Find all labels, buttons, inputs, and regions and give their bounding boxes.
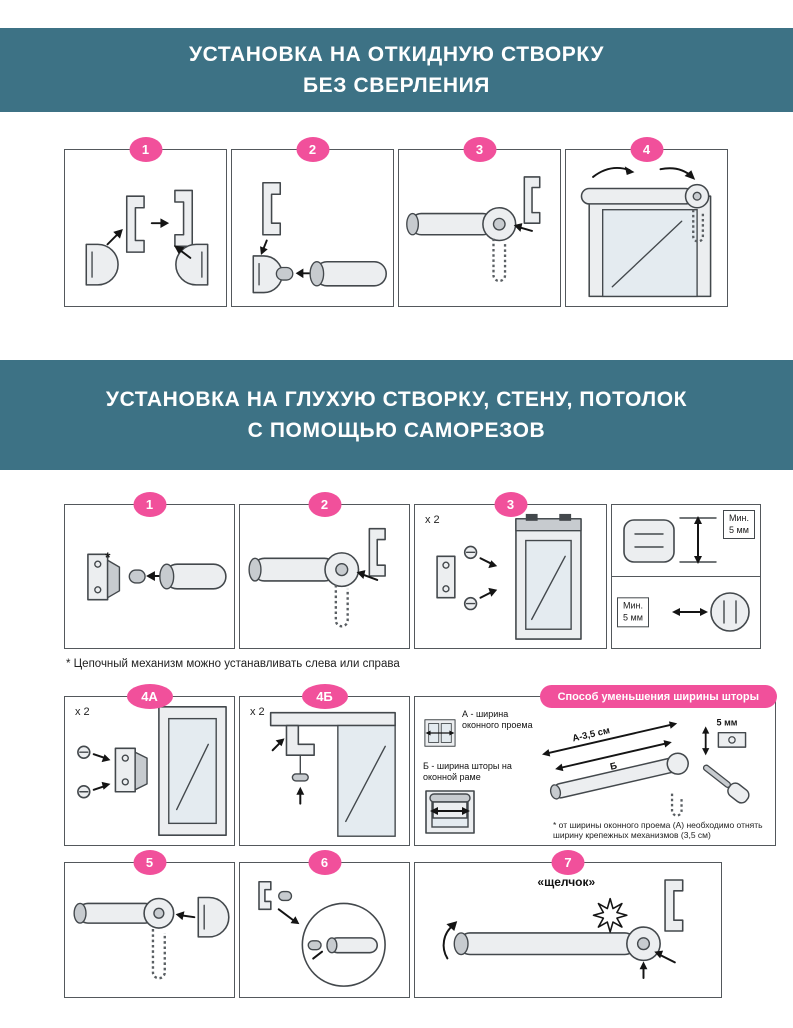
step-panel-6: 6 — [239, 850, 410, 998]
screw-bracket-tube-illustration — [86, 553, 227, 600]
min-distance-panel: Мин. 5 мм Мин. 5 мм — [611, 504, 761, 649]
step-panel-5: 5 — [64, 850, 235, 998]
step-badge: 3 — [463, 137, 496, 162]
width-legend: А - ширина оконного проема Б - ширина шт… — [423, 709, 537, 836]
blind-chain-bracket-illustration — [405, 176, 541, 283]
steps-row-1: 1 2 — [64, 137, 793, 307]
width-reduction-title: Способ уменьшения ширины шторы — [539, 685, 777, 708]
click-lock-illustration — [442, 879, 684, 980]
clamp-parts-illustration — [84, 189, 208, 286]
step-badge: 2 — [296, 137, 329, 162]
bracket-tube-insert-illustration — [251, 181, 387, 294]
step-badge: 4А — [126, 684, 173, 709]
min-distance-bottom: Мин. 5 мм — [612, 577, 760, 649]
wall-mount-illustration — [76, 705, 227, 837]
banner1-line1: УСТАНОВКА НА ОТКИДНУЮ СТВОРКУ — [188, 43, 605, 67]
blind-chain-bracket-illustration — [247, 527, 386, 627]
step-badge: 5 — [133, 850, 166, 875]
screws-window-frame-illustration — [435, 513, 582, 640]
step-badge: 4Б — [301, 684, 348, 709]
dim-b-label: Б — [609, 760, 618, 772]
step-panel-1-4: 4 — [565, 137, 728, 307]
window-blind-icon — [425, 789, 475, 834]
ceiling-mount-illustration — [269, 711, 396, 837]
step-badge: 6 — [308, 850, 341, 875]
five-mm-detail-illustration: 5 мм — [702, 717, 750, 804]
step-badge: 3 — [494, 492, 527, 517]
label-a: А - ширина оконного проема — [461, 709, 533, 731]
step-panel-1-2: 2 — [231, 137, 394, 307]
step-panel-1-3: 3 — [398, 137, 561, 307]
steps-row-4: 5 6 — [64, 850, 793, 998]
click-label: «щелчок» — [537, 875, 596, 889]
step-badge: 7 — [551, 850, 585, 875]
min-top-illustration — [623, 516, 717, 565]
min-top-label: Мин. 5 мм — [723, 510, 755, 540]
step-panel-7: 7 «щелчок» — [414, 850, 722, 998]
chain-side-footnote: * Цепочный механизм можно устанавливать … — [66, 658, 400, 670]
banner2-line1: УСТАНОВКА НА ГЛУХУЮ СТВОРКУ, СТЕНУ, ПОТО… — [105, 388, 688, 412]
step-panel-1-1: 1 — [64, 137, 227, 307]
step-panel-2-2: 2 — [239, 492, 410, 649]
banner1-line2: БЕЗ СВЕРЛЕНИЯ — [302, 73, 490, 97]
pin-detail-illustration — [257, 880, 386, 987]
blind-width-illustration: А-3,5 см Б — [542, 721, 689, 817]
count-label: х 2 — [250, 706, 265, 718]
min-bottom-illustration — [672, 592, 750, 633]
step-badge: 4 — [630, 137, 663, 162]
dim-a-label: А-3,5 см — [571, 725, 611, 744]
width-reduction-panel: Способ уменьшения ширины шторы А - ширин… — [414, 685, 777, 846]
label-b: Б - ширина шторы на оконной раме — [423, 761, 512, 783]
asterisk-note: * — [105, 549, 111, 565]
window-opening-icon — [424, 719, 456, 747]
count-label: х 2 — [75, 706, 90, 718]
steps-row-2: 1 * 2 — [64, 492, 793, 649]
step-badge: 1 — [133, 492, 166, 517]
step-panel-2-1: 1 * — [64, 492, 235, 649]
instruction-page: УСТАНОВКА НА ОТКИДНУЮ СТВОРКУ БЕЗ СВЕРЛЕ… — [0, 28, 793, 998]
banner2-line2: С ПОМОЩЬЮ САМОРЕЗОВ — [247, 418, 546, 442]
hang-blind-illustration — [72, 896, 230, 980]
width-footnote: * от ширины оконного проема (А) необходи… — [553, 819, 767, 841]
banner-screw-mounting: УСТАНОВКА НА ГЛУХУЮ СТВОРКУ, СТЕНУ, ПОТО… — [0, 360, 793, 470]
step-panel-4b: 4Б х 2 — [239, 684, 410, 846]
step-badge: 1 — [129, 137, 162, 162]
mounted-blind-window-illustration — [580, 166, 711, 298]
dim-5mm-label: 5 мм — [717, 717, 738, 727]
count-label: х 2 — [425, 514, 440, 526]
min-distance-top: Мин. 5 мм — [612, 505, 760, 577]
steps-row-3: 4А х 2 4Б х 2 — [64, 684, 793, 846]
banner-no-drilling: УСТАНОВКА НА ОТКИДНУЮ СТВОРКУ БЕЗ СВЕРЛЕ… — [0, 28, 793, 112]
step-panel-4a: 4А х 2 — [64, 684, 235, 846]
width-reduction-body: А - ширина оконного проема Б - ширина шт… — [415, 697, 775, 838]
min-left-label: Мин. 5 мм — [617, 597, 649, 627]
step-badge: 2 — [308, 492, 341, 517]
step-panel-2-3: 3 х 2 — [414, 492, 607, 649]
